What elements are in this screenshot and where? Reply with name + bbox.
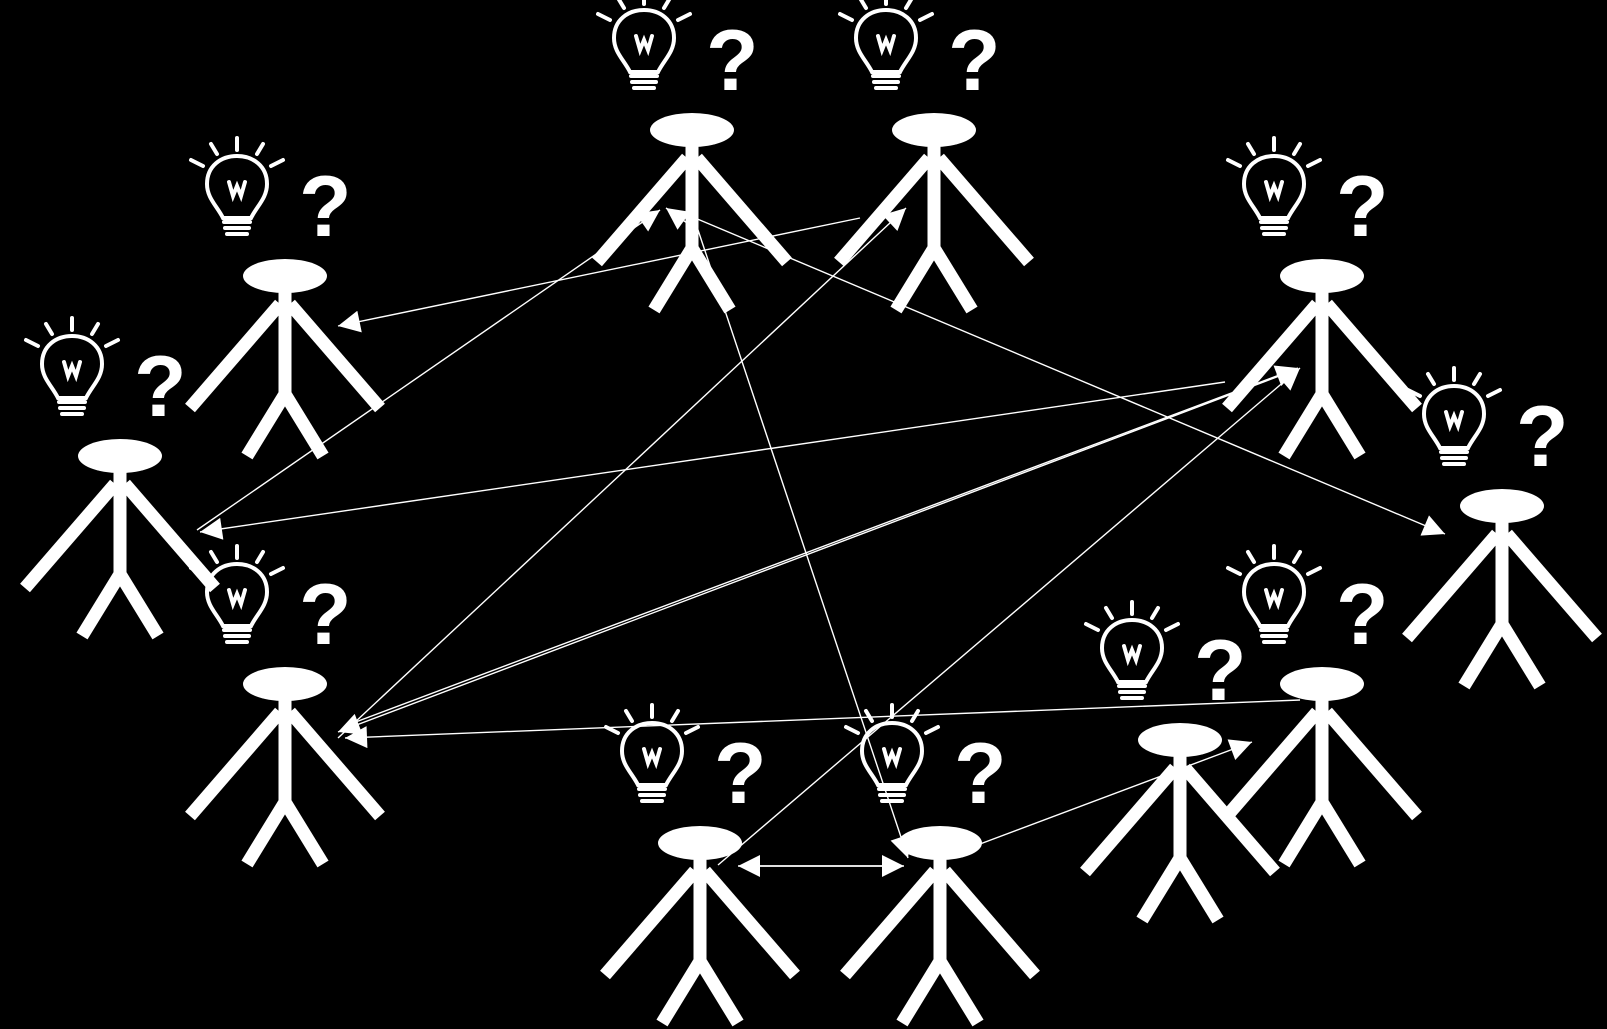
- person-p7: ?: [1407, 368, 1597, 686]
- lightbulb-icon: [1228, 138, 1320, 234]
- question-mark-icon: ?: [714, 726, 767, 822]
- person-p2: ?: [839, 0, 1029, 310]
- person-p8: ?: [605, 705, 795, 1023]
- person-p10: ?: [1227, 546, 1417, 864]
- person-p6: ?: [190, 546, 380, 864]
- stick-person-icon: [845, 826, 1035, 1023]
- lightbulb-icon: [1408, 368, 1500, 464]
- lightbulb-icon: [191, 546, 283, 642]
- question-mark-icon: ?: [299, 567, 352, 663]
- lightbulb-icon: [1086, 602, 1178, 698]
- question-mark-icon: ?: [948, 13, 1001, 109]
- question-mark-icon: ?: [299, 159, 352, 255]
- stick-person-icon: [25, 439, 215, 636]
- stick-person-icon: [1227, 259, 1417, 456]
- connection-arrow-p4-to-p1: [197, 210, 660, 530]
- question-mark-icon: ?: [1194, 623, 1247, 719]
- lightbulb-icon: [846, 705, 938, 801]
- question-mark-icon: ?: [706, 13, 759, 109]
- stick-person-icon: [1407, 489, 1597, 686]
- stick-person-icon: [1227, 667, 1417, 864]
- person-p5: ?: [1227, 138, 1417, 456]
- question-mark-icon: ?: [134, 339, 187, 435]
- connection-arrow-p2-to-p4: [338, 218, 860, 326]
- lightbulb-icon: [840, 0, 932, 88]
- stick-person-icon: [190, 667, 380, 864]
- stick-person-icon: [605, 826, 795, 1023]
- stick-person-icon: [597, 113, 787, 310]
- people-layer: ???????????: [25, 0, 1597, 1023]
- stick-person-icon: [190, 259, 380, 456]
- connections-layer: [197, 208, 1445, 866]
- question-mark-icon: ?: [1336, 159, 1389, 255]
- connection-arrow-p5-to-p6: [338, 208, 906, 738]
- connection-arrow-p5-to-p3: [345, 368, 1298, 726]
- person-p1: ?: [597, 0, 787, 310]
- lightbulb-icon: [598, 0, 690, 88]
- question-mark-icon: ?: [954, 726, 1007, 822]
- lightbulb-icon: [191, 138, 283, 234]
- lightbulb-icon: [606, 705, 698, 801]
- person-p11: ?: [1085, 602, 1275, 920]
- stick-person-icon: [1085, 723, 1275, 920]
- connection-arrow-p7-to-p5: [200, 382, 1225, 532]
- person-p3: ?: [190, 138, 380, 456]
- question-mark-icon: ?: [1336, 567, 1389, 663]
- stick-person-icon: [839, 113, 1029, 310]
- person-p4: ?: [25, 318, 215, 636]
- lightbulb-icon: [26, 318, 118, 414]
- question-mark-icon: ?: [1516, 389, 1569, 485]
